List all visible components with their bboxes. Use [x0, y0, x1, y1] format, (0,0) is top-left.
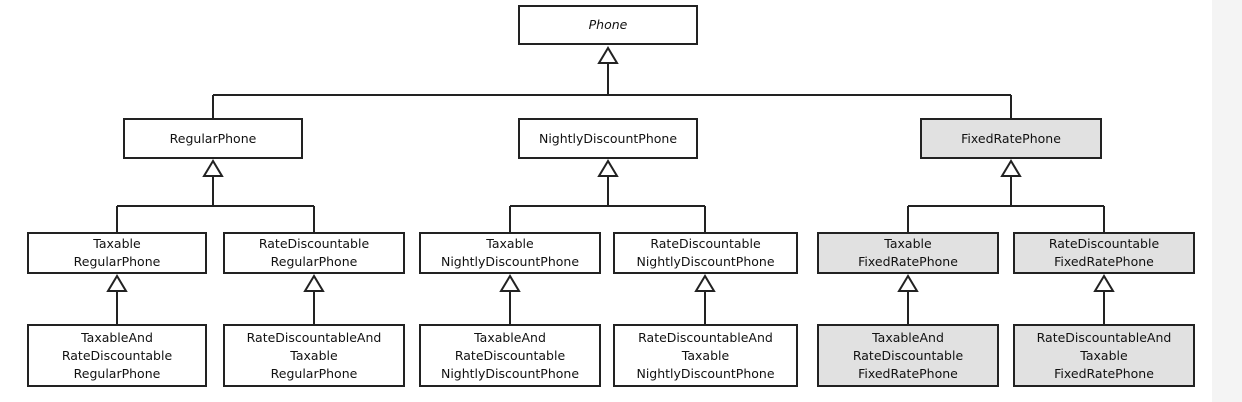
inheritance-arrowhead: [597, 159, 619, 177]
rate-discountable-and-taxable-fixed-rate-phone-class-box: RateDiscountableAnd Taxable FixedRatePho…: [1013, 324, 1195, 387]
inheritance-arrowhead: [597, 46, 619, 64]
nightly-discount-phone-class-box: NightlyDiscountPhone: [518, 118, 698, 159]
inheritance-connectors: [106, 46, 1115, 324]
inheritance-arrowhead: [897, 274, 919, 292]
rate-discountable-nightly-discount-phone-class-box: RateDiscountable NightlyDiscountPhone: [613, 232, 798, 274]
taxable-and-rate-discountable-nightly-discount-phone-class-box: TaxableAnd RateDiscountable NightlyDisco…: [419, 324, 601, 387]
taxable-regular-phone-class-box: Taxable RegularPhone: [27, 232, 207, 274]
taxable-and-rate-discountable-regular-phone-class-box: TaxableAnd RateDiscountable RegularPhone: [27, 324, 207, 387]
page-margin: [1212, 0, 1242, 402]
rate-discountable-fixed-rate-phone-class-box: RateDiscountable FixedRatePhone: [1013, 232, 1195, 274]
rate-discountable-and-taxable-regular-phone-class-box: RateDiscountableAnd Taxable RegularPhone: [223, 324, 405, 387]
inheritance-arrowhead: [303, 274, 325, 292]
inheritance-arrowhead: [694, 274, 716, 292]
inheritance-arrowhead: [106, 274, 128, 292]
phone-class-box: Phone: [518, 5, 698, 45]
fixed-rate-phone-class-box: FixedRatePhone: [920, 118, 1102, 159]
taxable-and-rate-discountable-fixed-rate-phone-class-box: TaxableAnd RateDiscountable FixedRatePho…: [817, 324, 999, 387]
taxable-fixed-rate-phone-class-box: Taxable FixedRatePhone: [817, 232, 999, 274]
rate-discountable-regular-phone-class-box: RateDiscountable RegularPhone: [223, 232, 405, 274]
inheritance-arrowhead: [499, 274, 521, 292]
rate-discountable-and-taxable-nightly-discount-phone-class-box: RateDiscountableAnd Taxable NightlyDisco…: [613, 324, 798, 387]
inheritance-arrowhead: [202, 159, 224, 177]
inheritance-arrowhead: [1093, 274, 1115, 292]
taxable-nightly-discount-phone-class-box: Taxable NightlyDiscountPhone: [419, 232, 601, 274]
regular-phone-class-box: RegularPhone: [123, 118, 303, 159]
inheritance-arrowhead: [1000, 159, 1022, 177]
